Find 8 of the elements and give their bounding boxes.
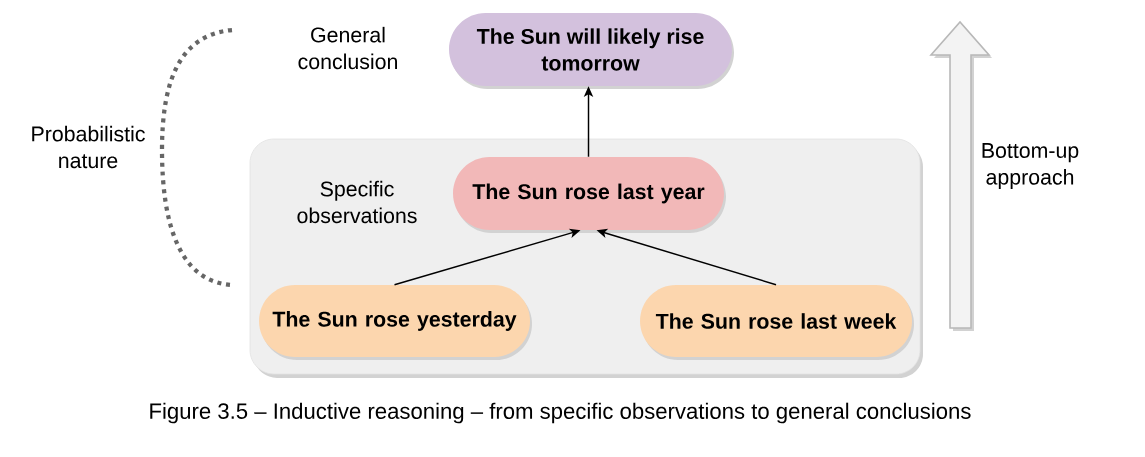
- text-label: Bottom-up approach: [982, 143, 1079, 189]
- rounded-box: The Sun will likely rise tomorrow: [449, 13, 734, 89]
- rounded-box: The Sun rose yesterday: [259, 285, 532, 360]
- caption: Figure 3.5 – Inductive reasoning – from specific observations to general conclusions: [150, 402, 971, 424]
- rounded-box: The Sun rose last year: [453, 157, 726, 233]
- text-label: Probabilistic nature: [32, 125, 145, 169]
- rounded-box: The Sun rose last week: [640, 285, 914, 360]
- text-label: General conclusion: [298, 26, 397, 70]
